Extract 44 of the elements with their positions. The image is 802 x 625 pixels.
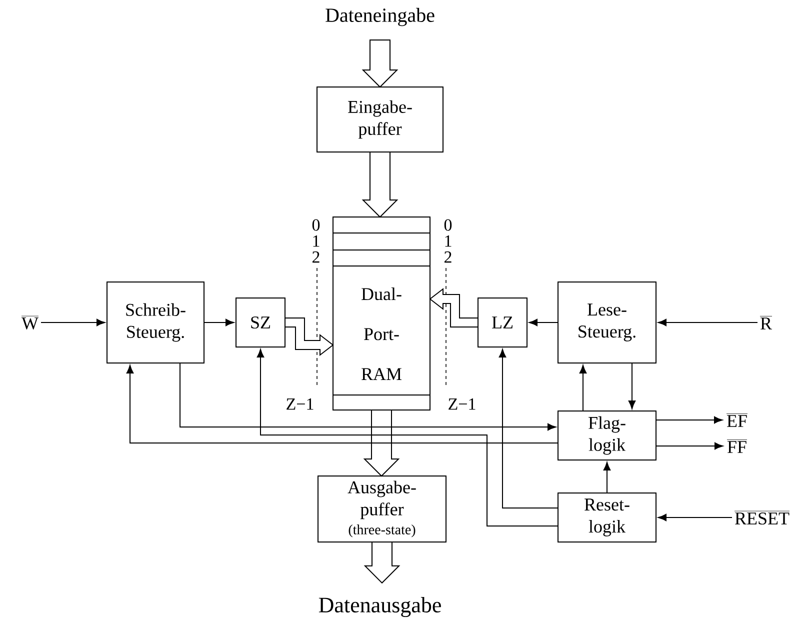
bus-arrow — [284, 318, 334, 356]
signal-label: R — [760, 316, 772, 330]
counter-box: SZ — [236, 298, 286, 348]
bus-arrow — [364, 542, 400, 584]
arrow — [528, 318, 558, 326]
arrow — [180, 363, 556, 431]
arrow — [656, 442, 724, 450]
arrow — [498, 348, 558, 508]
signal-label: EF — [726, 414, 748, 427]
signal-label: FF — [726, 440, 748, 453]
ram-block: Dual- Port- RAM — [332, 216, 430, 410]
arrow — [628, 363, 636, 410]
arrow — [40, 318, 106, 326]
signal-label: RESET — [734, 510, 790, 525]
counter-box: LZ — [478, 298, 528, 348]
arrow — [256, 348, 558, 526]
bus-arrow — [362, 152, 398, 218]
row-number: 2 — [312, 251, 320, 263]
bus-arrow — [363, 410, 400, 477]
output-label: Datenausgabe — [318, 597, 441, 618]
row-number: 0 — [312, 219, 320, 231]
arrow — [658, 514, 732, 522]
buffer-box: Eingabe- puffer — [316, 86, 444, 152]
arrow — [658, 318, 758, 326]
row-label: Z−1 — [448, 398, 476, 410]
buffer-box: Ausgabe- puffer (three-state) — [318, 476, 446, 542]
arrow — [656, 416, 723, 424]
logic-box: Reset- logik — [558, 492, 656, 542]
control-box: Schreib- Steuerg. — [106, 282, 204, 364]
arrow — [579, 364, 587, 411]
row-number: 1 — [313, 235, 320, 247]
bus-arrow — [429, 288, 478, 328]
control-box: Lese- Steuerg. — [558, 282, 656, 364]
bus-arrow — [362, 40, 398, 88]
row-label: Z−1 — [286, 398, 314, 410]
signal-label: W — [21, 316, 39, 330]
arrow — [603, 462, 611, 493]
row-number: 1 — [445, 235, 452, 247]
row-number: 2 — [444, 251, 452, 263]
arrow — [126, 364, 558, 444]
row-number: 0 — [444, 219, 452, 231]
logic-box: Flag- logik — [558, 410, 656, 460]
input-label: Dateneingabe — [326, 8, 434, 26]
arrow — [204, 318, 234, 326]
